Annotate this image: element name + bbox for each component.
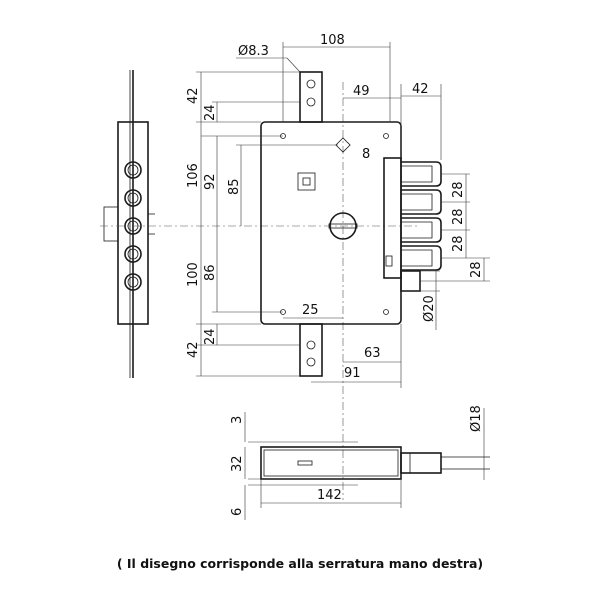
dimension-labels: 108 Ø8.3 49 42 42 24 106 92 85 8 28 28 2…: [186, 33, 484, 516]
dim-42-lower: 42: [186, 341, 201, 358]
dim-24-lower: 24: [203, 328, 218, 345]
dim-91: 91: [344, 366, 361, 381]
dim-6: 6: [230, 508, 245, 516]
dim-square-8: 8: [362, 147, 370, 162]
dim-24-upper: 24: [203, 104, 218, 121]
dim-142: 142: [317, 488, 342, 503]
dim-3: 3: [230, 416, 245, 424]
dim-hole-diameter: Ø8.3: [238, 44, 269, 59]
dim-side-diameter: Ø18: [469, 405, 484, 432]
dim-108: 108: [320, 33, 345, 48]
dim-28-3: 28: [451, 235, 466, 252]
dim-100: 100: [186, 262, 201, 287]
dim-25: 25: [302, 303, 319, 318]
dim-86: 86: [203, 264, 218, 281]
top-cam: [299, 71, 323, 123]
dim-42-bolt-depth: 42: [412, 82, 429, 97]
dim-bolt-diameter: Ø20: [422, 295, 437, 322]
bottom-cam: [299, 323, 323, 377]
dimension-lines: [196, 42, 490, 388]
dim-28-2: 28: [451, 208, 466, 225]
drawing-caption: ( Il disegno corrisponde alla serratura …: [116, 556, 484, 571]
lock-body-side-view: [244, 408, 490, 520]
dim-106: 106: [186, 163, 201, 188]
faceplate-side-view: [103, 70, 155, 378]
dim-28-1: 28: [451, 181, 466, 198]
dim-63: 63: [364, 346, 381, 361]
dim-42-upper: 42: [186, 87, 201, 104]
dim-85: 85: [227, 178, 242, 195]
dim-32: 32: [230, 455, 245, 472]
dim-28-4: 28: [469, 261, 484, 278]
dim-92: 92: [203, 173, 218, 190]
lock-body-front-view: [260, 71, 442, 377]
dim-49: 49: [353, 84, 370, 99]
